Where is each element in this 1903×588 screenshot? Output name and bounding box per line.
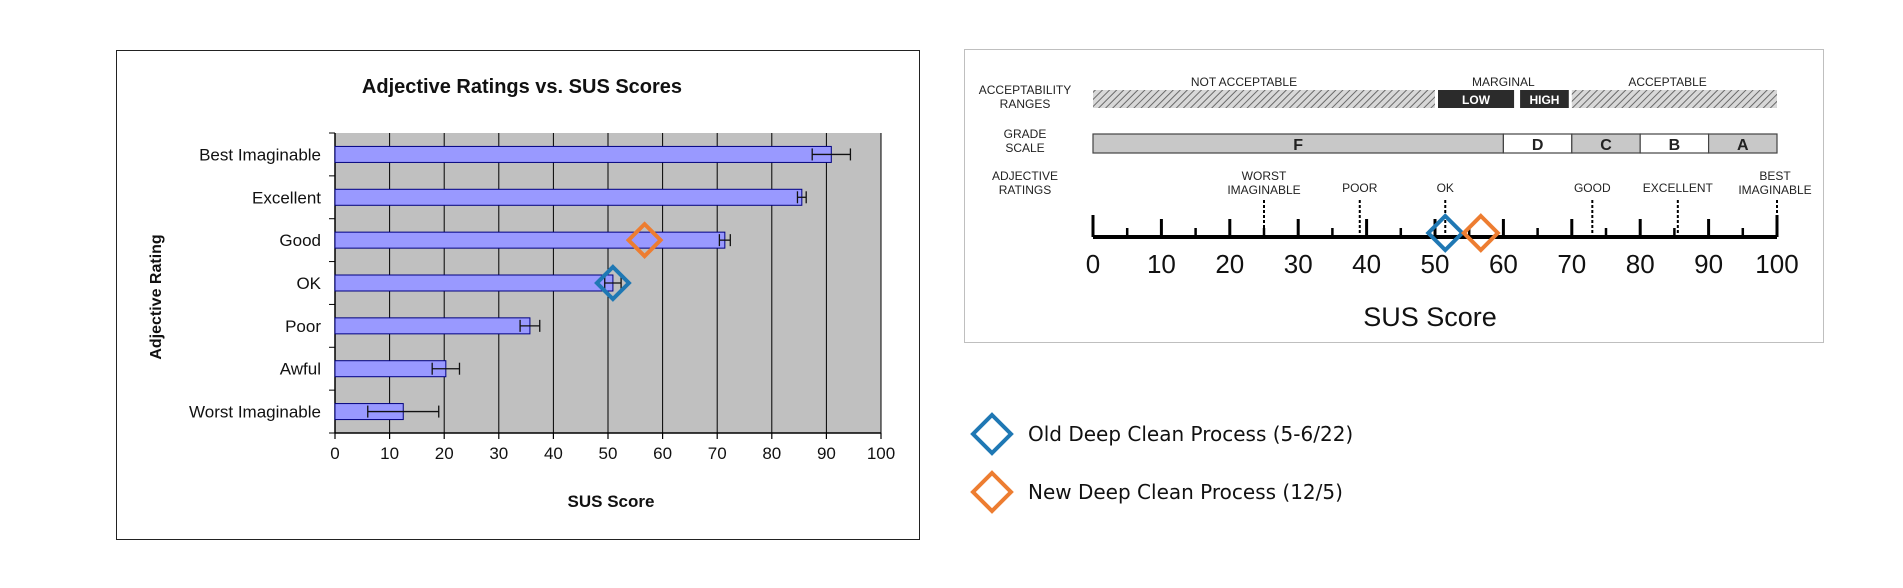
bar xyxy=(334,360,447,378)
x-tick-label: 10 xyxy=(380,444,399,463)
blue-diamond-icon xyxy=(970,412,1014,456)
acceptable-range xyxy=(1571,90,1777,108)
new-process-scale-marker xyxy=(1460,213,1501,253)
y-tick-label: Worst Imaginable xyxy=(189,403,321,422)
x-tick-label: 40 xyxy=(544,444,563,463)
adjective-label: EXCELLENT xyxy=(1643,181,1714,195)
old-process-marker xyxy=(594,264,632,302)
y-tick-label: Best Imaginable xyxy=(199,145,321,164)
acceptable-label: ACCEPTABLE xyxy=(1628,75,1706,89)
adjective-ratings-chart: Adjective Ratings vs. SUS Scores SUS Sco… xyxy=(148,76,895,511)
adjective-label: IMAGINABLE xyxy=(1738,183,1811,197)
scale-tick-label: 30 xyxy=(1284,249,1313,279)
scale-tick-label: 80 xyxy=(1626,249,1655,279)
x-tick-label: 60 xyxy=(653,444,672,463)
marginal-low-range xyxy=(1438,90,1515,108)
bar xyxy=(334,188,803,206)
scale-tick-label: 40 xyxy=(1352,249,1381,279)
chart-ylabel: Adjective Rating xyxy=(148,234,165,359)
y-tick-label: Good xyxy=(279,231,321,250)
x-tick-label: 0 xyxy=(330,444,339,463)
x-tick-label: 20 xyxy=(435,444,454,463)
grade-label: D xyxy=(1532,137,1544,154)
x-tick-label: 100 xyxy=(867,444,895,463)
adjective-label: IMAGINABLE xyxy=(1227,183,1300,197)
scale-tick-label: 10 xyxy=(1147,249,1176,279)
chart-title: Adjective Ratings vs. SUS Scores xyxy=(362,76,682,98)
grade-band xyxy=(1707,133,1778,154)
grade-label: F xyxy=(1293,137,1303,154)
legend-label-new: New Deep Clean Process (12/5) xyxy=(1028,480,1343,504)
marginal-label: MARGINAL xyxy=(1472,75,1535,89)
y-tick-label: Poor xyxy=(285,317,321,336)
not-acceptable-range xyxy=(1093,90,1435,108)
x-tick-label: 50 xyxy=(599,444,618,463)
legend-item-new: New Deep Clean Process (12/5) xyxy=(970,470,1343,514)
scale-tick-label: 70 xyxy=(1557,249,1586,279)
adjective-label: BEST xyxy=(1759,169,1791,183)
bar xyxy=(334,317,531,335)
y-tick-label: Excellent xyxy=(252,188,321,207)
marginal-high-range xyxy=(1520,90,1569,108)
adjective-label: POOR xyxy=(1342,181,1378,195)
grade-label: C xyxy=(1600,137,1612,154)
x-tick-label: 90 xyxy=(817,444,836,463)
scale-tick-label: 0 xyxy=(1086,249,1100,279)
grade-label: B xyxy=(1669,137,1681,154)
high-label: HIGH xyxy=(1529,93,1559,107)
legend-item-old: Old Deep Clean Process (5-6/22) xyxy=(970,412,1353,456)
adjective-label: WORST xyxy=(1242,169,1287,183)
bar xyxy=(334,145,832,163)
x-tick-label: 70 xyxy=(708,444,727,463)
scale-tick-label: 50 xyxy=(1421,249,1450,279)
scale-tick-label: 90 xyxy=(1694,249,1723,279)
x-tick-label: 80 xyxy=(762,444,781,463)
scale-tick-label: 100 xyxy=(1755,249,1798,279)
plot-area: 0 10 20 30 40 50 60 70 80 90 100 Best ImaginableExc… xyxy=(189,132,895,463)
orange-diamond-icon xyxy=(970,470,1014,514)
adjective-label: GOOD xyxy=(1574,181,1611,195)
adjective-label: OK xyxy=(1437,181,1454,195)
scale-tick-label: 60 xyxy=(1489,249,1518,279)
adjective-chart-panel: Adjective Ratings vs. SUS Scores SUS Sco… xyxy=(116,50,920,540)
x-tick-label: 30 xyxy=(489,444,508,463)
chart-xlabel: SUS Score xyxy=(568,492,655,511)
new-process-marker xyxy=(625,221,664,259)
legend-label-old: Old Deep Clean Process (5-6/22) xyxy=(1028,422,1354,446)
old-process-scale-marker xyxy=(1425,213,1466,253)
scale-xlabel: SUS Score xyxy=(1363,302,1497,332)
bar xyxy=(334,274,614,292)
bar xyxy=(334,231,726,249)
y-tick-label: Awful xyxy=(280,360,321,379)
low-label: LOW xyxy=(1462,93,1491,107)
not-acceptable-label: NOT ACCEPTABLE xyxy=(1191,75,1297,89)
scale-tick-label: 20 xyxy=(1215,249,1244,279)
grade-label: A xyxy=(1737,137,1749,154)
y-tick-label: OK xyxy=(296,274,321,293)
